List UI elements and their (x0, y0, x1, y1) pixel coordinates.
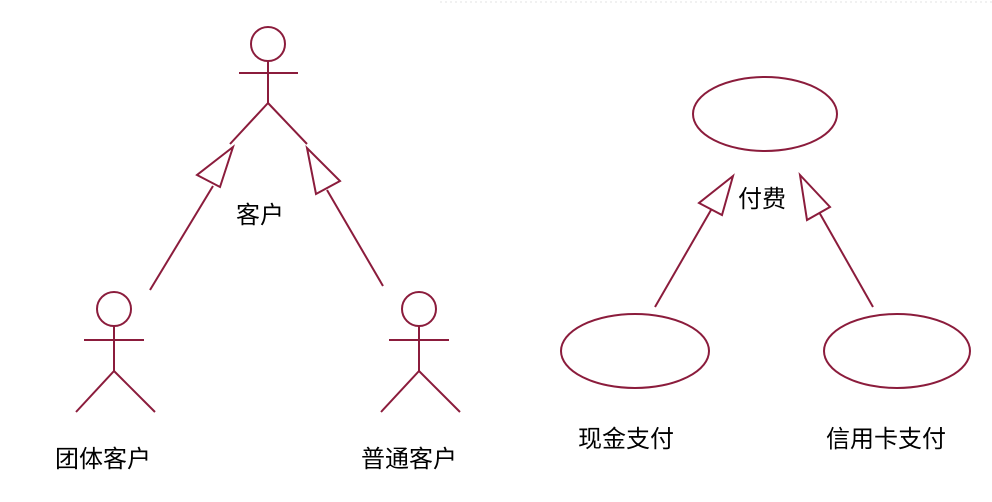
arrow-line (654, 209, 712, 308)
hollow-arrowhead (697, 173, 735, 217)
actor-customer[interactable] (229, 26, 308, 145)
actor-left-leg (75, 370, 115, 413)
usecase-credit-card-payment[interactable] (823, 313, 971, 389)
actor-group-customer[interactable] (75, 291, 156, 413)
label-customer: 客户 (236, 201, 284, 229)
arrow-line (149, 185, 214, 291)
label-payment: 付费 (738, 185, 786, 213)
label-regular-customer: 普通客户 (361, 445, 457, 473)
actor-right-leg (267, 102, 308, 145)
label-credit-card-payment: 信用卡支付 (826, 425, 946, 453)
actor-left-leg (380, 370, 420, 413)
actor-regular-customer[interactable] (380, 291, 461, 413)
hollow-arrowhead (305, 144, 342, 196)
hollow-arrowhead (195, 144, 235, 189)
label-group-customer: 团体客户 (55, 445, 151, 473)
usecase-payment[interactable] (692, 76, 838, 152)
actor-right-leg (418, 370, 461, 413)
generalization-arrow-regular-to-customer[interactable] (305, 144, 384, 287)
usecase-cash-payment[interactable] (560, 313, 710, 389)
actor-head (250, 26, 286, 62)
actor-right-leg (113, 370, 156, 413)
generalization-arrow-group-to-customer[interactable] (149, 144, 235, 291)
actor-left-leg (229, 102, 269, 145)
arrow-line (326, 189, 384, 287)
actor-head (401, 291, 437, 327)
hollow-arrowhead (798, 171, 832, 222)
generalization-arrow-credit-to-payment[interactable] (798, 171, 874, 308)
arrow-line (818, 211, 874, 308)
generalization-arrow-cash-to-payment[interactable] (654, 173, 735, 308)
actor-head (96, 291, 132, 327)
label-cash-payment: 现金支付 (578, 425, 674, 453)
